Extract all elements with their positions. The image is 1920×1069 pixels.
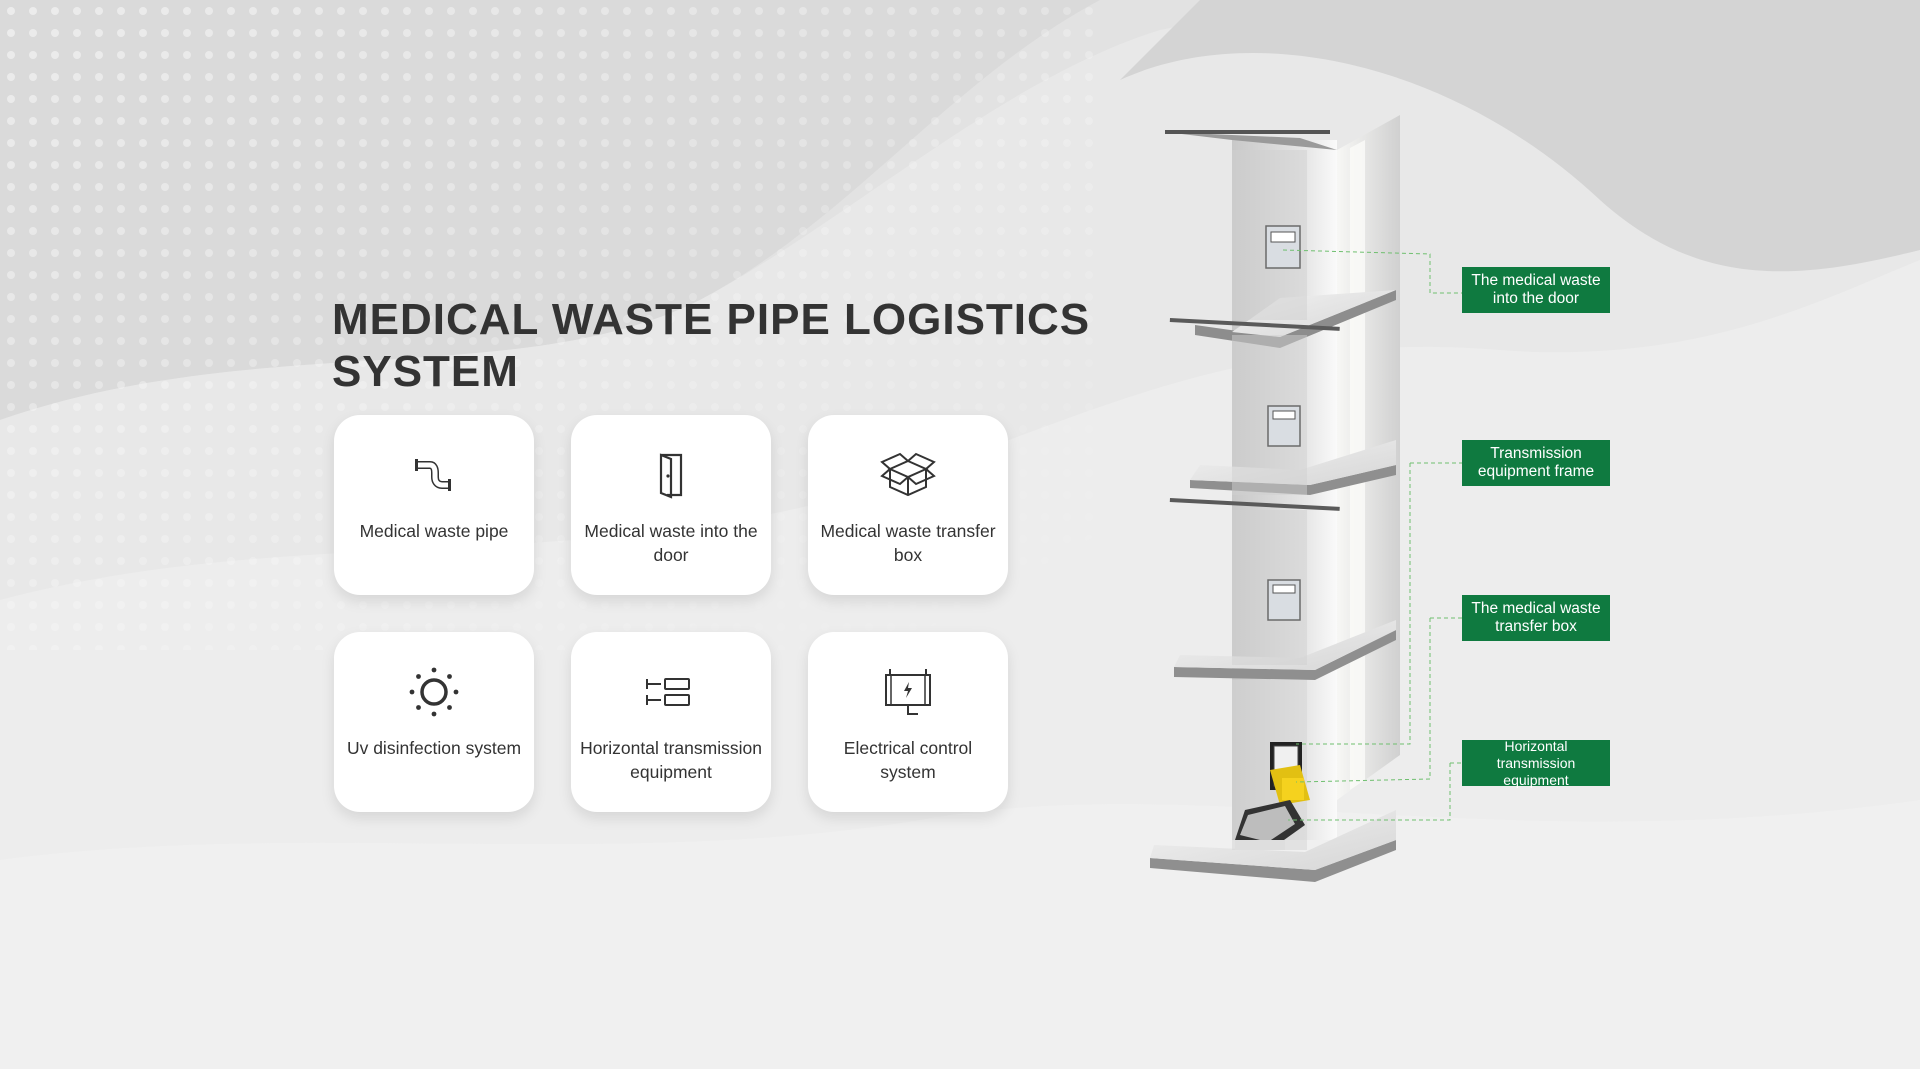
- control-cabinet-icon: [885, 669, 931, 715]
- feature-label: Medical waste pipe: [359, 521, 509, 541]
- feature-label: Medical waste into the door: [584, 521, 758, 565]
- feature-card-door[interactable]: Medical waste into the door: [571, 415, 771, 595]
- feature-label: Medical waste transfer box: [820, 521, 996, 565]
- feature-card-horizontal[interactable]: Horizontal transmission equipment: [571, 632, 771, 812]
- door-icon: [659, 453, 683, 499]
- callout-transfer-box: The medical waste transfer box: [1462, 595, 1610, 641]
- callout-door: The medical waste into the door: [1462, 267, 1610, 313]
- feature-card-electrical[interactable]: Electrical control system: [808, 632, 1008, 812]
- feature-label: Uv disinfection system: [346, 738, 522, 758]
- page-title: MEDICAL WASTE PIPE LOGISTICS SYSTEM: [332, 295, 1091, 396]
- building-cutaway-illustration: [1150, 115, 1400, 882]
- callout-horizontal-transmission: Horizontal transmission equipment: [1462, 738, 1610, 788]
- sun-icon: [409, 667, 459, 717]
- pipe-icon: [415, 459, 451, 491]
- feature-card-uv[interactable]: Uv disinfection system: [334, 632, 534, 812]
- feature-card-box[interactable]: Medical waste transfer box: [808, 415, 1008, 595]
- box-icon: [880, 452, 936, 497]
- feature-label: Electrical control system: [843, 738, 973, 782]
- callout-transmission-frame: Transmission equipment frame: [1462, 440, 1610, 486]
- feature-card-pipe[interactable]: Medical waste pipe: [334, 415, 534, 595]
- feature-label: Horizontal transmission equipment: [580, 738, 762, 782]
- transmission-icon: [646, 678, 690, 706]
